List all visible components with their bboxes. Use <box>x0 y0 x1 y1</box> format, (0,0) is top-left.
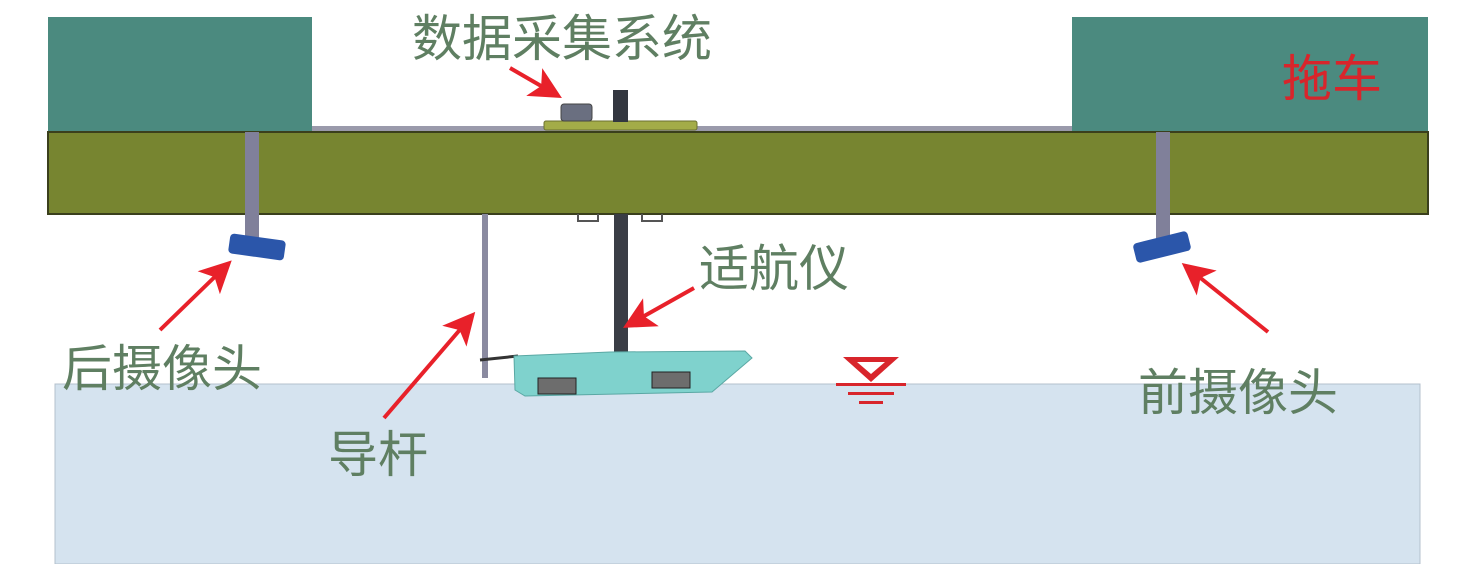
water-tank <box>54 383 1421 564</box>
data-system-box <box>560 103 593 122</box>
rear-camera <box>228 233 286 261</box>
front-camera-post <box>1156 132 1170 240</box>
guide-rod <box>482 214 488 378</box>
label-data-system: 数据采集系统 <box>412 10 712 68</box>
guide-rod-link <box>479 354 519 362</box>
label-front-camera: 前摄像头 <box>1138 364 1338 422</box>
carriage-block-left <box>48 17 312 132</box>
arrow-rear-camera <box>158 260 232 332</box>
model-roller-1 <box>537 377 577 395</box>
data-system-plate <box>543 120 698 131</box>
front-camera <box>1133 231 1191 263</box>
label-tow-carriage: 拖车 <box>1282 50 1382 108</box>
label-seakeeping-model: 适航仪 <box>699 240 849 298</box>
water-level-icon <box>836 357 906 404</box>
arrow-guide-rod <box>382 311 476 420</box>
data-system-post <box>613 90 628 122</box>
clip-right <box>641 214 663 222</box>
carriage-block-right <box>1072 17 1428 132</box>
arrow-front-camera <box>1181 263 1270 334</box>
arrow-data-system <box>508 66 562 99</box>
label-guide-rod: 导杆 <box>328 426 428 484</box>
rear-camera-post <box>245 132 259 240</box>
clip-left <box>577 214 599 222</box>
tow-pole <box>614 214 628 352</box>
model-roller-2 <box>651 371 691 389</box>
carriage-beam <box>47 131 1429 215</box>
label-rear-camera: 后摄像头 <box>62 340 262 398</box>
arrow-seakeeping-model <box>623 286 695 328</box>
